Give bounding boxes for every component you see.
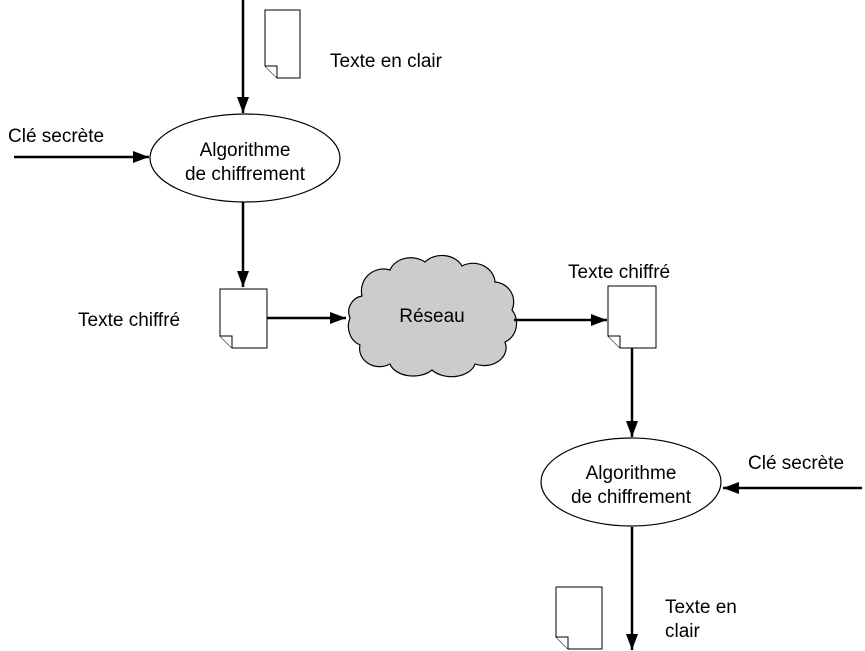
plaintext-document-icon <box>264 9 301 79</box>
ciphertext-document-icon-right <box>607 285 657 349</box>
secret-key-label-right: Clé secrète <box>748 453 844 474</box>
network-cloud: Réseau <box>347 254 518 378</box>
encryption-algorithm-node: Algorithme de chiffrement <box>149 113 341 203</box>
output-plaintext-label-line1: Texte en <box>665 597 737 618</box>
ciphertext-label-left: Texte chiffré <box>78 310 180 331</box>
decryption-algorithm-node: Algorithme de chiffrement <box>540 437 722 527</box>
output-plaintext-label-line2: clair <box>665 621 701 642</box>
cloud-shape <box>347 254 518 378</box>
encryption-node-line2: de chiffrement <box>185 164 306 185</box>
encryption-node-line1: Algorithme <box>200 140 291 161</box>
network-label: Réseau <box>399 306 465 327</box>
plaintext-label: Texte en clair <box>330 51 443 72</box>
secret-key-label-left: Clé secrète <box>8 126 104 147</box>
decryption-node-line2: de chiffrement <box>571 487 692 508</box>
output-plaintext-document-icon <box>555 586 603 650</box>
ciphertext-label-right: Texte chiffré <box>568 262 670 283</box>
decryption-node-line1: Algorithme <box>586 463 677 484</box>
ciphertext-document-icon-left <box>219 288 268 349</box>
